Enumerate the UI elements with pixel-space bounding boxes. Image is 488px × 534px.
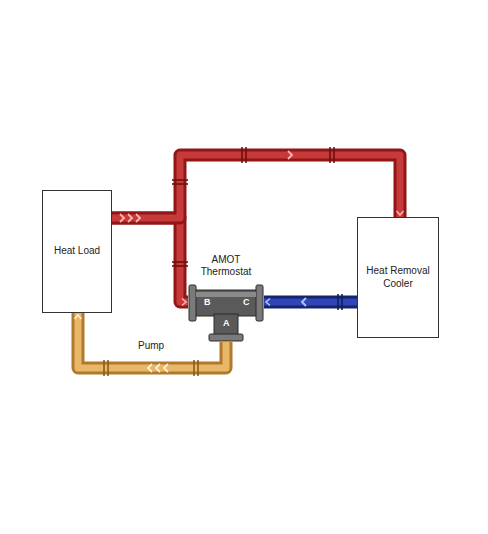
pipe-highlight <box>112 218 188 302</box>
pipe <box>78 313 226 368</box>
pipe-couplings <box>338 294 342 310</box>
pump-label: Pump <box>138 340 164 352</box>
port-letter: A <box>223 319 230 328</box>
pipe <box>264 302 357 303</box>
box-label: Heat Removal Cooler <box>362 265 434 290</box>
heat-load-box: Heat Load <box>42 190 112 313</box>
flow-chevrons <box>120 151 292 222</box>
pipe-highlight <box>78 313 226 368</box>
flow-chevrons <box>148 364 168 372</box>
pipe-connector <box>264 296 357 309</box>
flange <box>189 285 196 321</box>
thermostat-valve: AMOT ThermostatB C A <box>188 250 264 342</box>
pipe-connector <box>112 218 188 302</box>
valve-label: AMOT Thermostat <box>188 254 264 278</box>
flange <box>209 334 243 341</box>
valve-body <box>194 290 258 316</box>
pipe-highlight <box>264 299 357 306</box>
pipe-couplings <box>104 360 198 376</box>
port-letter: B <box>204 298 211 307</box>
port-letter: C <box>243 298 250 307</box>
box-label: Heat Load <box>54 245 100 258</box>
valve-highlight <box>196 292 256 297</box>
flow-chevron <box>302 298 306 306</box>
valve-stem <box>214 314 238 336</box>
pipe-couplings <box>172 147 334 266</box>
pipe-connector <box>78 313 226 368</box>
pipe <box>112 218 188 302</box>
pipe-highlight <box>112 155 400 218</box>
valve-housing <box>189 285 263 341</box>
pipe <box>112 155 400 218</box>
cooler-box: Heat Removal Cooler <box>357 217 439 338</box>
flange <box>256 285 263 321</box>
pipe-connector <box>112 155 400 218</box>
